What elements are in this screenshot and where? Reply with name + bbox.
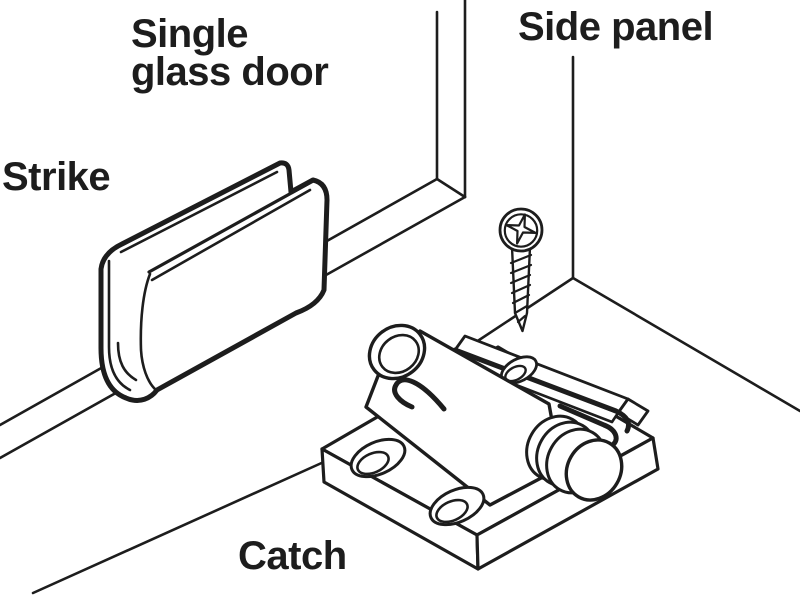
strike-drawing <box>98 160 330 403</box>
side-panel-floor-drawing <box>31 55 800 595</box>
label-single-glass-door-line1: Single <box>131 12 249 56</box>
catch-drawing <box>320 323 660 571</box>
label-single-glass-door-line2: glass door <box>131 50 329 94</box>
label-single-glass-door: Single glass door <box>131 12 329 94</box>
screw-drawing <box>498 207 544 333</box>
label-side-panel: Side panel <box>518 5 714 49</box>
label-strike: Strike <box>2 155 111 199</box>
phillips-cross-icon <box>505 213 537 245</box>
label-catch: Catch <box>238 534 347 578</box>
